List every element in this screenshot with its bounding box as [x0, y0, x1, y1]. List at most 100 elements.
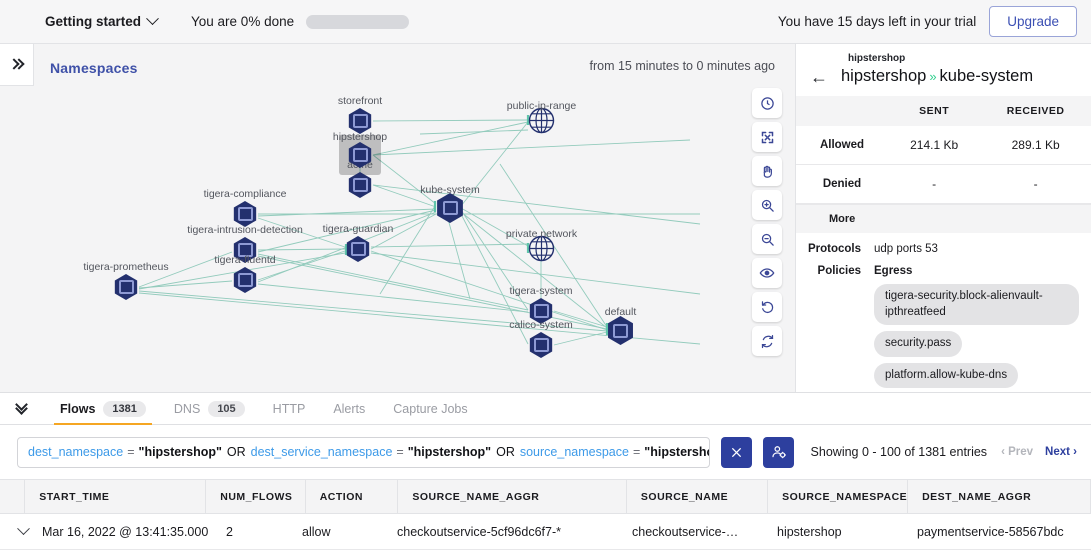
cell-start-time: Mar 16, 2022 @ 13:41:35.000	[0, 524, 212, 539]
chevron-down-icon[interactable]	[17, 524, 30, 536]
protocols-row: Protocols udp ports 53	[796, 233, 1091, 255]
node-label: hipstershop	[332, 131, 388, 143]
user-settings-icon	[771, 446, 786, 459]
table-row-allowed: Allowed 214.1 Kb 289.1 Kb	[796, 126, 1091, 165]
graph-node-kube-system[interactable]: kube-system	[420, 184, 480, 223]
query-token-field: source_namespace	[519, 445, 629, 459]
graph-node-tigera-prometheus[interactable]: tigera-prometheus	[83, 261, 169, 300]
graph-node-calico-system[interactable]: calico-system	[509, 319, 573, 358]
expand-icon[interactable]	[752, 122, 782, 152]
query-token-value: "hipstershop"	[407, 445, 492, 459]
namespace-icon	[529, 332, 553, 358]
graph-node-tigera-guardian[interactable]: tigera-guardian	[323, 223, 393, 262]
service-graph[interactable]: Namespaces from 15 minutes to 0 minutes …	[0, 44, 795, 392]
policy-pill[interactable]: tigera-security.block-alienvault-ipthrea…	[874, 284, 1079, 326]
tab-badge: 105	[208, 400, 245, 417]
col-source-namespace[interactable]: SOURCE_NAMESPACE	[768, 480, 909, 513]
graph-node-storefront[interactable]: storefront	[338, 95, 382, 134]
undo-icon[interactable]	[752, 292, 782, 322]
node-label: tigera-guardian	[322, 223, 394, 235]
col-source-name[interactable]: SOURCE_NAME	[627, 480, 769, 513]
protocols-value: udp ports 53	[874, 243, 938, 255]
prev-page-button[interactable]: ‹ Prev	[1001, 446, 1034, 458]
graph-toolbar	[752, 88, 782, 360]
tab-label: DNS	[173, 401, 201, 416]
query-token-op: =	[632, 445, 641, 459]
query-token-op: =	[127, 445, 135, 459]
policies-row: Policies Egress tigera-security.block-al…	[796, 255, 1091, 392]
graph-node-default[interactable]: default	[605, 306, 636, 345]
more-section-header[interactable]: More	[796, 204, 1091, 233]
refresh-icon[interactable]	[752, 326, 782, 356]
tab-badge: 1381	[103, 400, 146, 417]
node-label: tigera-fluentd	[214, 254, 276, 266]
namespace-icon	[348, 142, 372, 168]
query-token-field: dest_namespace	[28, 445, 124, 459]
col-sent: SENT	[888, 96, 981, 126]
cell-num-flows: 2	[226, 524, 233, 539]
policy-pill[interactable]: security.pass	[874, 331, 963, 357]
next-page-button[interactable]: Next ›	[1045, 446, 1077, 458]
tab-http[interactable]: HTTP	[259, 392, 320, 425]
sidebar-expand-button[interactable]	[0, 44, 34, 86]
query-token-value: "hipstershop"	[138, 445, 222, 459]
graph-title: Namespaces	[50, 60, 138, 76]
eye-icon[interactable]	[752, 258, 782, 288]
policy-pill[interactable]: platform.allow-kube-dns	[874, 362, 1019, 389]
namespace-icon	[346, 236, 370, 262]
getting-started-menu[interactable]: Getting started	[45, 12, 159, 29]
node-label: default	[604, 306, 637, 318]
double-chevron-down-icon[interactable]	[14, 397, 30, 416]
col-dest-name-aggr[interactable]: DEST_NAME_AGGR	[908, 480, 1091, 513]
tab-capture-jobs[interactable]: Capture Jobs	[379, 392, 481, 425]
detail-title: hipstershop»kube-system	[841, 67, 1033, 86]
zoom-out-icon[interactable]	[752, 224, 782, 254]
col-source-name-aggr[interactable]: SOURCE_NAME_AGGR	[398, 480, 627, 513]
graph-node-tigera-system[interactable]: tigera-system	[509, 285, 573, 324]
user-settings-button[interactable]	[763, 436, 794, 468]
namespace-icon	[529, 298, 553, 324]
node-label: tigera-system	[509, 285, 573, 297]
graph-node-hipstershop[interactable]: hipstershop	[333, 131, 387, 175]
col-start-time[interactable]: START_TIME	[25, 480, 207, 513]
col-action[interactable]: ACTION	[306, 480, 399, 513]
namespace-icon	[608, 316, 633, 345]
detail-title-source: hipstershop	[841, 67, 927, 85]
query-token-op: =	[396, 445, 404, 459]
node-label: calico-system	[509, 319, 573, 331]
table-row[interactable]: Mar 16, 2022 @ 13:41:35.000 2 allow chec…	[0, 514, 1091, 550]
cell-action: allow	[302, 524, 331, 539]
query-token-field: dest_service_namespace	[250, 445, 393, 459]
policies-values: Egress tigera-security.block-alienvault-…	[874, 265, 1079, 392]
denied-sent-value: -	[888, 164, 981, 204]
upgrade-button[interactable]: Upgrade	[989, 6, 1077, 37]
tab-label: Capture Jobs	[393, 401, 468, 416]
zoom-in-icon[interactable]	[752, 190, 782, 220]
col-blank	[796, 96, 888, 126]
hand-icon[interactable]	[752, 156, 782, 186]
tab-alerts[interactable]: Alerts	[319, 392, 379, 425]
tab-dns[interactable]: DNS 105	[160, 392, 259, 425]
node-label: private network	[505, 228, 578, 240]
tab-flows[interactable]: Flows 1381	[46, 392, 160, 425]
close-icon	[732, 447, 741, 457]
graph-node-private-network[interactable]: private network	[506, 228, 577, 267]
cell-source-namespace: hipstershop	[777, 524, 842, 539]
search-input[interactable]: dest_namespace = "hipstershop" OR dest_s…	[17, 436, 710, 468]
node-label: tigera-compliance	[203, 188, 287, 200]
col-num-flows[interactable]: NUM_FLOWS	[206, 480, 306, 513]
graph-time-range: from 15 minutes to 0 minutes ago	[589, 59, 775, 73]
denied-received-value: -	[980, 164, 1091, 204]
clear-query-button[interactable]	[721, 436, 752, 468]
detail-panel: hipstershop ← hipstershop»kube-system SE…	[795, 44, 1091, 392]
graph-node-tigera-fluentd[interactable]: tigera-fluentd	[214, 254, 276, 293]
back-arrow-icon[interactable]: ←	[810, 66, 828, 87]
clock-icon[interactable]	[752, 88, 782, 118]
graph-node-acme[interactable]: acme	[347, 159, 373, 198]
node-label: storefront	[337, 95, 383, 107]
graph-node-tigera-compliance[interactable]: tigera-compliance	[204, 188, 286, 227]
flow-log-table: START_TIME NUM_FLOWS ACTION SOURCE_NAME_…	[0, 479, 1091, 551]
graph-node-tigera-intrusion-detection[interactable]: tigera-intrusion-detection	[187, 224, 303, 263]
graph-node-public-ip-range[interactable]: public-ip-range	[507, 100, 576, 139]
